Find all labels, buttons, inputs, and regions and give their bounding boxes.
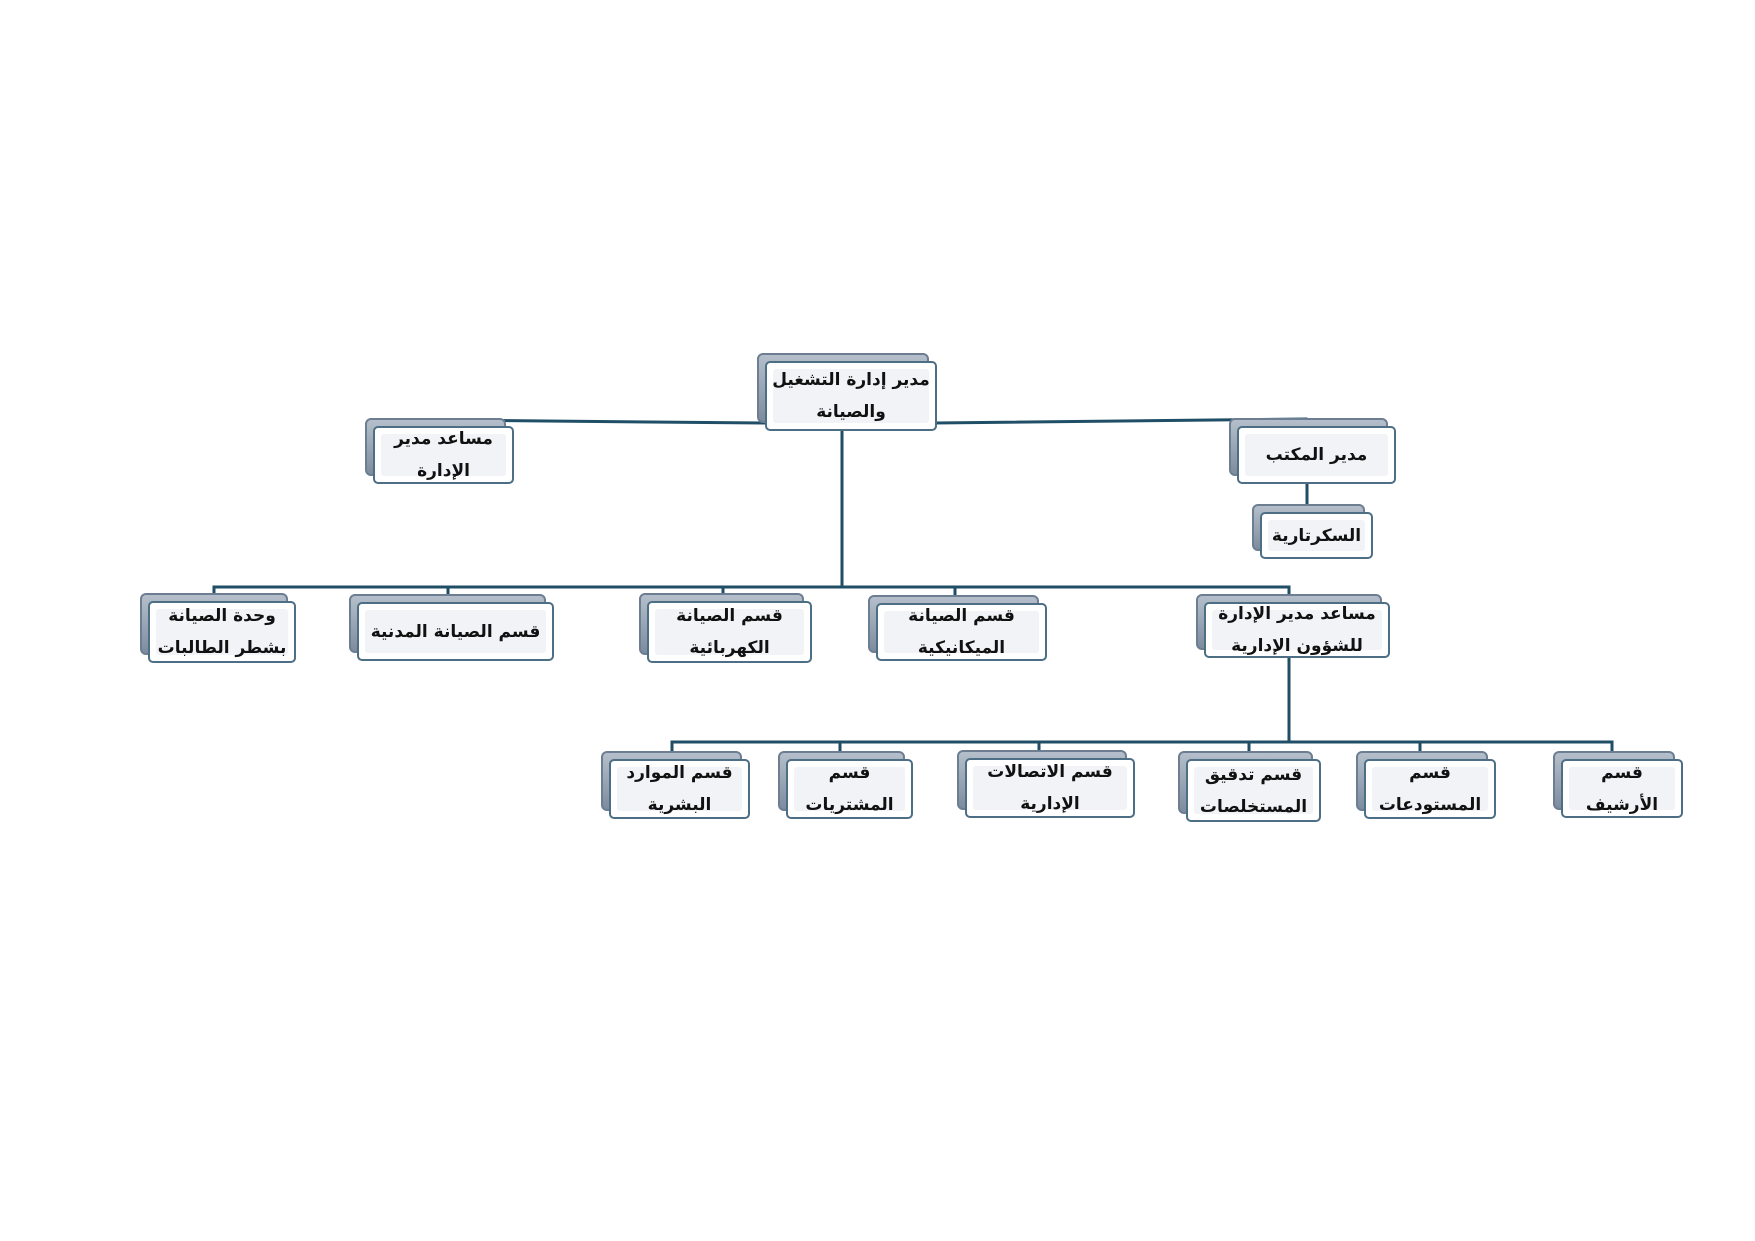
node-assistant-line2: الإدارة xyxy=(417,461,470,481)
node-electrical-line1: قسم الصيانة xyxy=(676,606,783,626)
node-assistant: مساعد مدير الإدارة xyxy=(365,418,514,484)
node-mechanical: قسم الصيانة الميكانيكية xyxy=(868,595,1047,661)
node-purchasing: قسم المشتريات xyxy=(778,751,913,819)
node-archive-line1: قسم xyxy=(1601,762,1643,783)
node-warehouses: قسم المستودعات xyxy=(1356,751,1496,819)
connector-lines xyxy=(212,417,1614,754)
node-unit-female: وحدة الصيانة بشطر الطالبات xyxy=(140,593,296,663)
node-comms: قسم الاتصالات الإدارية xyxy=(957,750,1135,818)
node-assistant-line1: مساعد مدير xyxy=(394,429,493,449)
node-archive: قسم الأرشيف xyxy=(1553,751,1683,818)
node-admin-asst-line1: مساعد مدير الإدارة xyxy=(1218,604,1376,624)
node-unit-female-line2: بشطر الطالبات xyxy=(157,638,287,658)
node-hr-line1: قسم الموارد xyxy=(626,763,733,783)
node-admin-asst: مساعد مدير الإدارة للشؤون الإدارية xyxy=(1196,594,1390,658)
node-electrical: قسم الصيانة الكهربائية xyxy=(639,593,812,663)
node-mechanical-line2: الميكانيكية xyxy=(917,638,1006,658)
node-purchasing-line1: قسم xyxy=(828,763,871,783)
node-purchasing-line2: المشتريات xyxy=(805,795,894,815)
node-hr-line2: البشرية xyxy=(647,795,712,815)
node-director: مدير إدارة التشغيل والصيانة xyxy=(757,353,937,431)
node-warehouses-line1: قسم xyxy=(1409,763,1451,783)
node-office-line1: مدير المكتب xyxy=(1265,445,1368,465)
node-civil-line1: قسم الصيانة المدنية xyxy=(370,621,541,642)
node-civil: قسم الصيانة المدنية xyxy=(349,594,554,661)
node-comms-line1: قسم الاتصالات xyxy=(987,762,1113,782)
node-audit-line2: المستخلصات xyxy=(1199,796,1308,817)
node-comms-line2: الإدارية xyxy=(1020,794,1080,814)
node-electrical-line2: الكهربائية xyxy=(689,638,770,658)
node-audit-line1: قسم تدقيق xyxy=(1204,764,1303,785)
node-unit-female-line1: وحدة الصيانة xyxy=(168,606,276,626)
node-office: مدير المكتب xyxy=(1229,418,1396,484)
node-warehouses-line2: المستودعات xyxy=(1378,795,1482,815)
node-mechanical-line1: قسم الصيانة xyxy=(908,606,1015,626)
node-audit: قسم تدقيق المستخلصات xyxy=(1178,751,1321,822)
node-secretariat: السكرتارية xyxy=(1252,504,1373,559)
node-secretariat-line1: السكرتارية xyxy=(1271,525,1362,546)
node-director-line2: والصيانة xyxy=(816,402,886,422)
node-director-line1: مدير إدارة التشغيل xyxy=(772,370,930,390)
node-archive-line2: الأرشيف xyxy=(1585,794,1659,815)
node-admin-asst-line2: للشؤون الإدارية xyxy=(1231,636,1363,656)
node-hr: قسم الموارد البشرية xyxy=(601,751,750,819)
